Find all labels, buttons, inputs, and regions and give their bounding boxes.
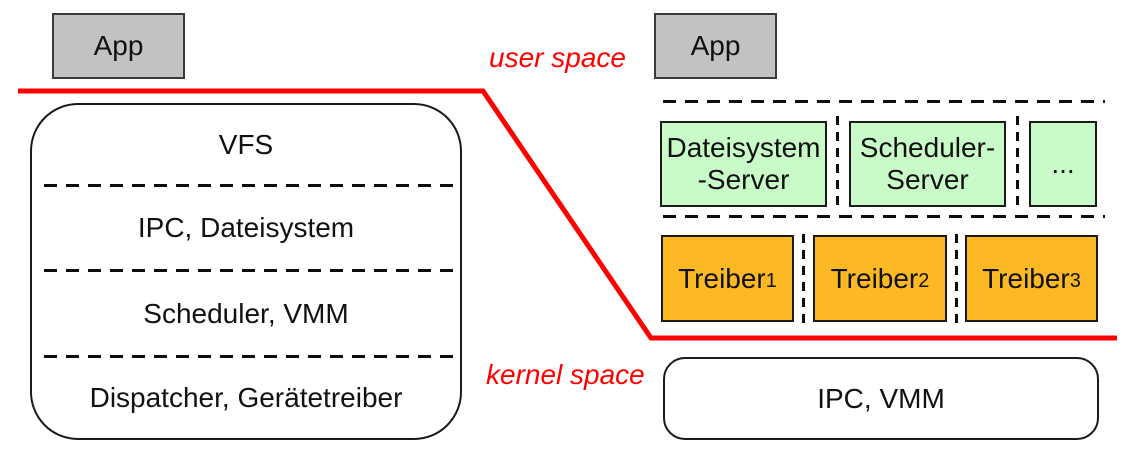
microkernel-box: IPC, VMM (663, 357, 1099, 440)
left-app-box: App (52, 13, 185, 79)
layer-separator-3 (44, 355, 458, 358)
layer-separator-2 (44, 269, 458, 272)
layer-vfs-label: VFS (218, 129, 274, 160)
scheduler-server-box: Scheduler- Server (849, 121, 1006, 207)
server-separator-1 (836, 116, 839, 212)
layer-ipc-dateisystem-label: IPC, Dateisystem (137, 212, 355, 243)
dateisystem-server-line2: -Server (697, 164, 790, 195)
layer-vfs: VFS (32, 105, 460, 185)
left-app-label: App (93, 30, 144, 61)
treiber-2-subscript: 2 (918, 269, 930, 292)
driver-separator-1 (802, 234, 805, 323)
treiber-2-label: Treiber (830, 262, 919, 294)
scheduler-server-line2: Server (886, 164, 969, 195)
layer-dispatcher-geraetetreiber-label: Dispatcher, Gerätetreiber (89, 382, 403, 413)
driver-separator-2 (955, 234, 958, 323)
layer-ipc-dateisystem: IPC, Dateisystem (32, 187, 460, 269)
right-app-label: App (690, 30, 741, 61)
server-separator-2 (1016, 116, 1019, 212)
treiber-1-subscript: 1 (765, 269, 777, 292)
treiber-3-subscript: 3 (1069, 269, 1081, 292)
dateisystem-server-line1: Dateisystem (666, 132, 821, 163)
dateisystem-server-box: Dateisystem -Server (660, 121, 827, 207)
treiber-3-label: Treiber (982, 262, 1070, 294)
server-row-bottom-dashed-line (663, 215, 1105, 218)
scheduler-server-line1: Scheduler- (859, 132, 996, 163)
kernel-space-label: kernel space (486, 359, 645, 390)
microkernel-label: IPC, VMM (817, 382, 945, 414)
user-space-label: user space (489, 42, 626, 73)
layer-scheduler-vmm: Scheduler, VMM (32, 272, 460, 355)
more-servers-box: ... (1029, 121, 1097, 207)
right-app-box: App (654, 13, 777, 79)
more-servers-label: ... (1051, 148, 1075, 179)
layer-separator-1 (44, 184, 458, 187)
layer-dispatcher-geraetetreiber: Dispatcher, Gerätetreiber (32, 358, 460, 438)
layer-scheduler-vmm-label: Scheduler, VMM (143, 297, 349, 329)
server-row-top-dashed-line (663, 100, 1105, 103)
treiber-1-label: Treiber (678, 262, 766, 294)
